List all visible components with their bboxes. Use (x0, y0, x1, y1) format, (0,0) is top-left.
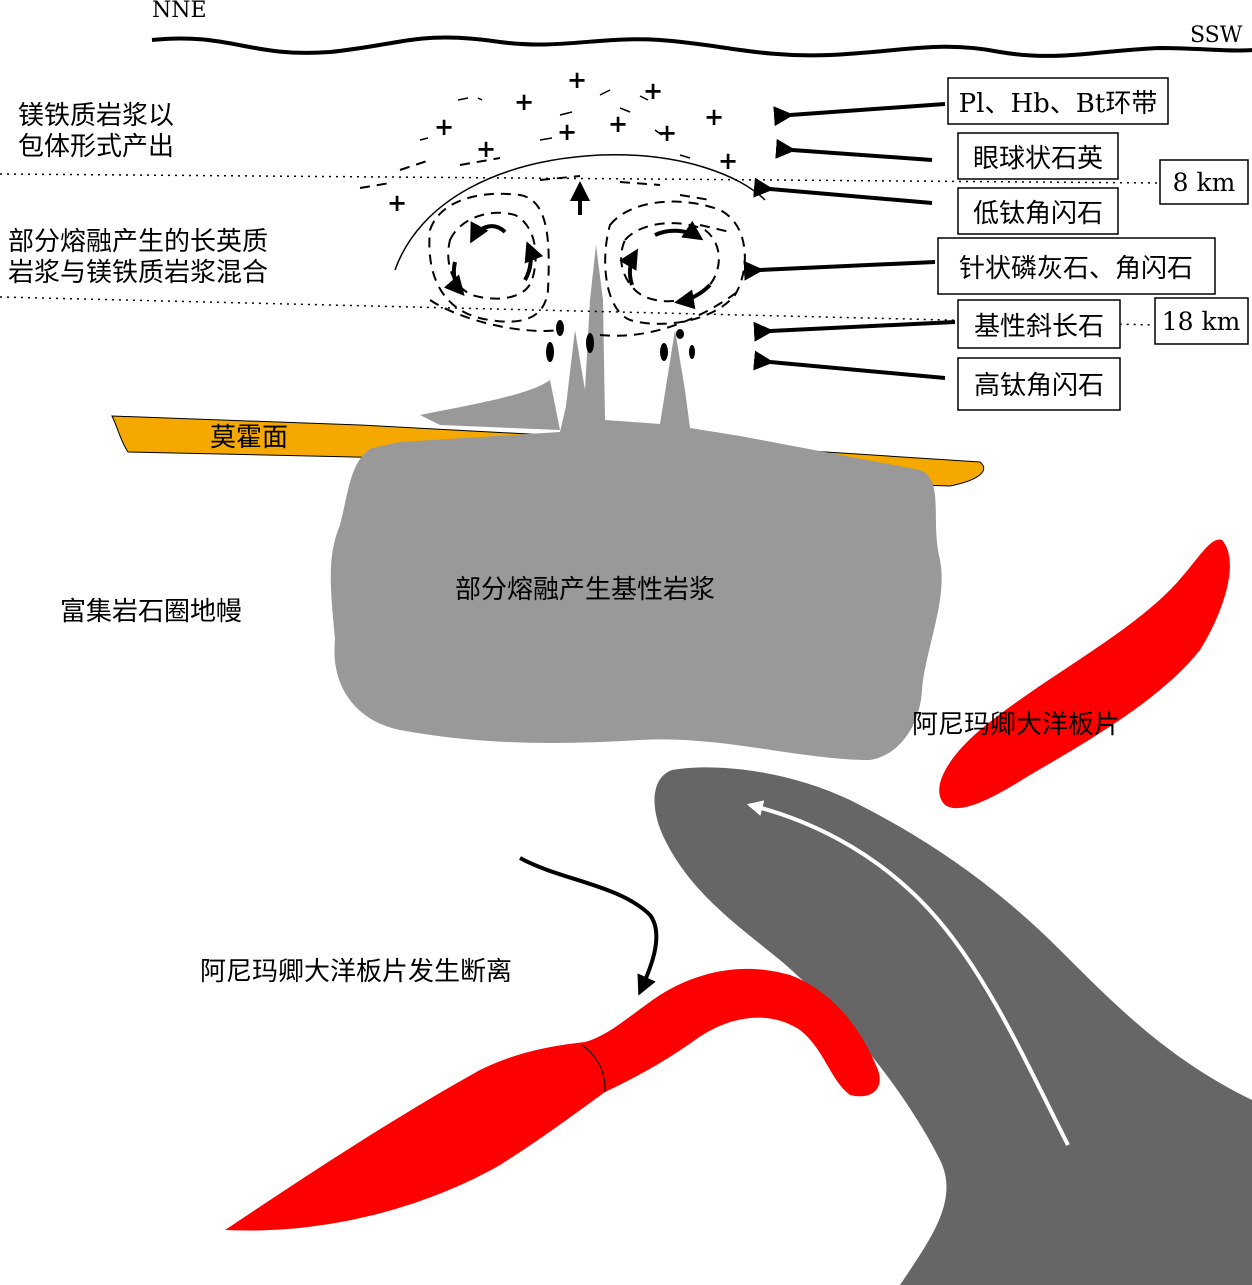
break-line (581, 1044, 606, 1093)
svg-text:+: + (704, 102, 724, 131)
mineral-label-2: 眼球状石英 (973, 144, 1103, 174)
pointer-arrow-5 (753, 320, 956, 342)
direction-ssw: SSW (1190, 23, 1243, 48)
svg-text:+: + (557, 117, 577, 146)
magma-neck (420, 380, 560, 430)
mineral-box-3: 低钛角闪石 (957, 187, 1119, 235)
mixing-line-2: 岩浆与镁铁质岩浆混合 (8, 258, 268, 288)
depth-label-8km: 8 km (1173, 168, 1236, 197)
dashes-upper (419, 89, 691, 159)
magma-chamber-outline (394, 153, 766, 271)
pointer-arrow-1 (773, 102, 946, 127)
mineral-label-3: 低钛角闪石 (973, 199, 1103, 229)
mantle-label: 富集岩石圈地幔 (60, 597, 242, 627)
mafic-enclaves (546, 320, 695, 362)
pointer-arrow-6 (753, 350, 946, 380)
dashed-cell-left-outer (428, 192, 550, 323)
mineral-label-5: 基性斜长石 (974, 312, 1104, 342)
broken-oceanic-slab (225, 968, 880, 1231)
convection-arrow-2 (443, 261, 465, 297)
svg-text:+: + (608, 109, 628, 138)
dashed-cell-right-outer (604, 200, 746, 325)
moho-label: 莫霍面 (210, 423, 288, 453)
svg-text:+: + (514, 87, 534, 116)
convection-arrow-6 (619, 248, 639, 286)
svg-text:+: + (387, 188, 407, 217)
plus-sign-marks: + + + + + + + + + + + (387, 65, 738, 217)
basic-magma-body (330, 245, 942, 760)
breakoff-label: 阿尼玛卿大洋板片发生断离 (200, 957, 512, 987)
convection-arrow-1 (470, 221, 507, 244)
upper-oceanic-slab (939, 539, 1230, 809)
svg-text:+: + (434, 112, 454, 141)
svg-text:+: + (643, 76, 663, 105)
svg-text:+: + (718, 146, 738, 175)
pointer-arrow-4 (743, 260, 936, 281)
dashed-lines-base (429, 289, 741, 337)
depth-line-8km (0, 173, 1161, 184)
convection-arrow-4 (654, 220, 704, 241)
depth-label-18km: 18 km (1162, 307, 1241, 336)
mixing-line-1: 部分熔融产生的长英质 (8, 227, 268, 257)
depth-box-18km: 18 km (1154, 297, 1249, 345)
depth-box-8km: 8 km (1159, 159, 1249, 205)
mafic-enclave-line-1: 镁铁质岩浆以 (18, 101, 174, 131)
magma-dike-left (566, 420, 604, 462)
svg-text:+: + (567, 65, 587, 94)
svg-text:+: + (657, 118, 677, 147)
direction-nne: NNE (152, 0, 207, 23)
mineral-box-1: Pl、Hb、Bt环带 (947, 77, 1169, 125)
convection-arrow-5 (674, 283, 712, 310)
upwelling-arrow (746, 800, 1070, 1146)
mineral-box-6: 高钛角闪石 (957, 357, 1121, 411)
dashed-lines-top (359, 157, 731, 233)
breakoff-arrow (519, 856, 659, 996)
mineral-box-5: 基性斜长石 (957, 299, 1121, 349)
mineral-box-2: 眼球状石英 (957, 132, 1119, 180)
svg-text:+: + (476, 134, 496, 163)
mineral-label-6: 高钛角闪石 (974, 371, 1104, 401)
slab-label: 阿尼玛卿大洋板片 (912, 710, 1120, 740)
surface-line (151, 35, 1252, 58)
mineral-label-4: 针状磷灰石、角闪石 (959, 254, 1193, 284)
pointer-arrow-3 (753, 177, 933, 205)
mineral-box-4: 针状磷灰石、角闪石 (937, 237, 1216, 295)
pointer-arrow-2 (775, 138, 933, 162)
magma-dike-right (670, 420, 694, 470)
basic-magma-label: 部分熔融产生基性岩浆 (455, 575, 715, 605)
mafic-enclave-line-2: 包体形式产出 (18, 132, 174, 162)
subducting-lithosphere (654, 767, 1252, 1285)
mineral-label-1: Pl、Hb、Bt环带 (959, 89, 1158, 119)
convection-arrow-3 (523, 241, 544, 282)
